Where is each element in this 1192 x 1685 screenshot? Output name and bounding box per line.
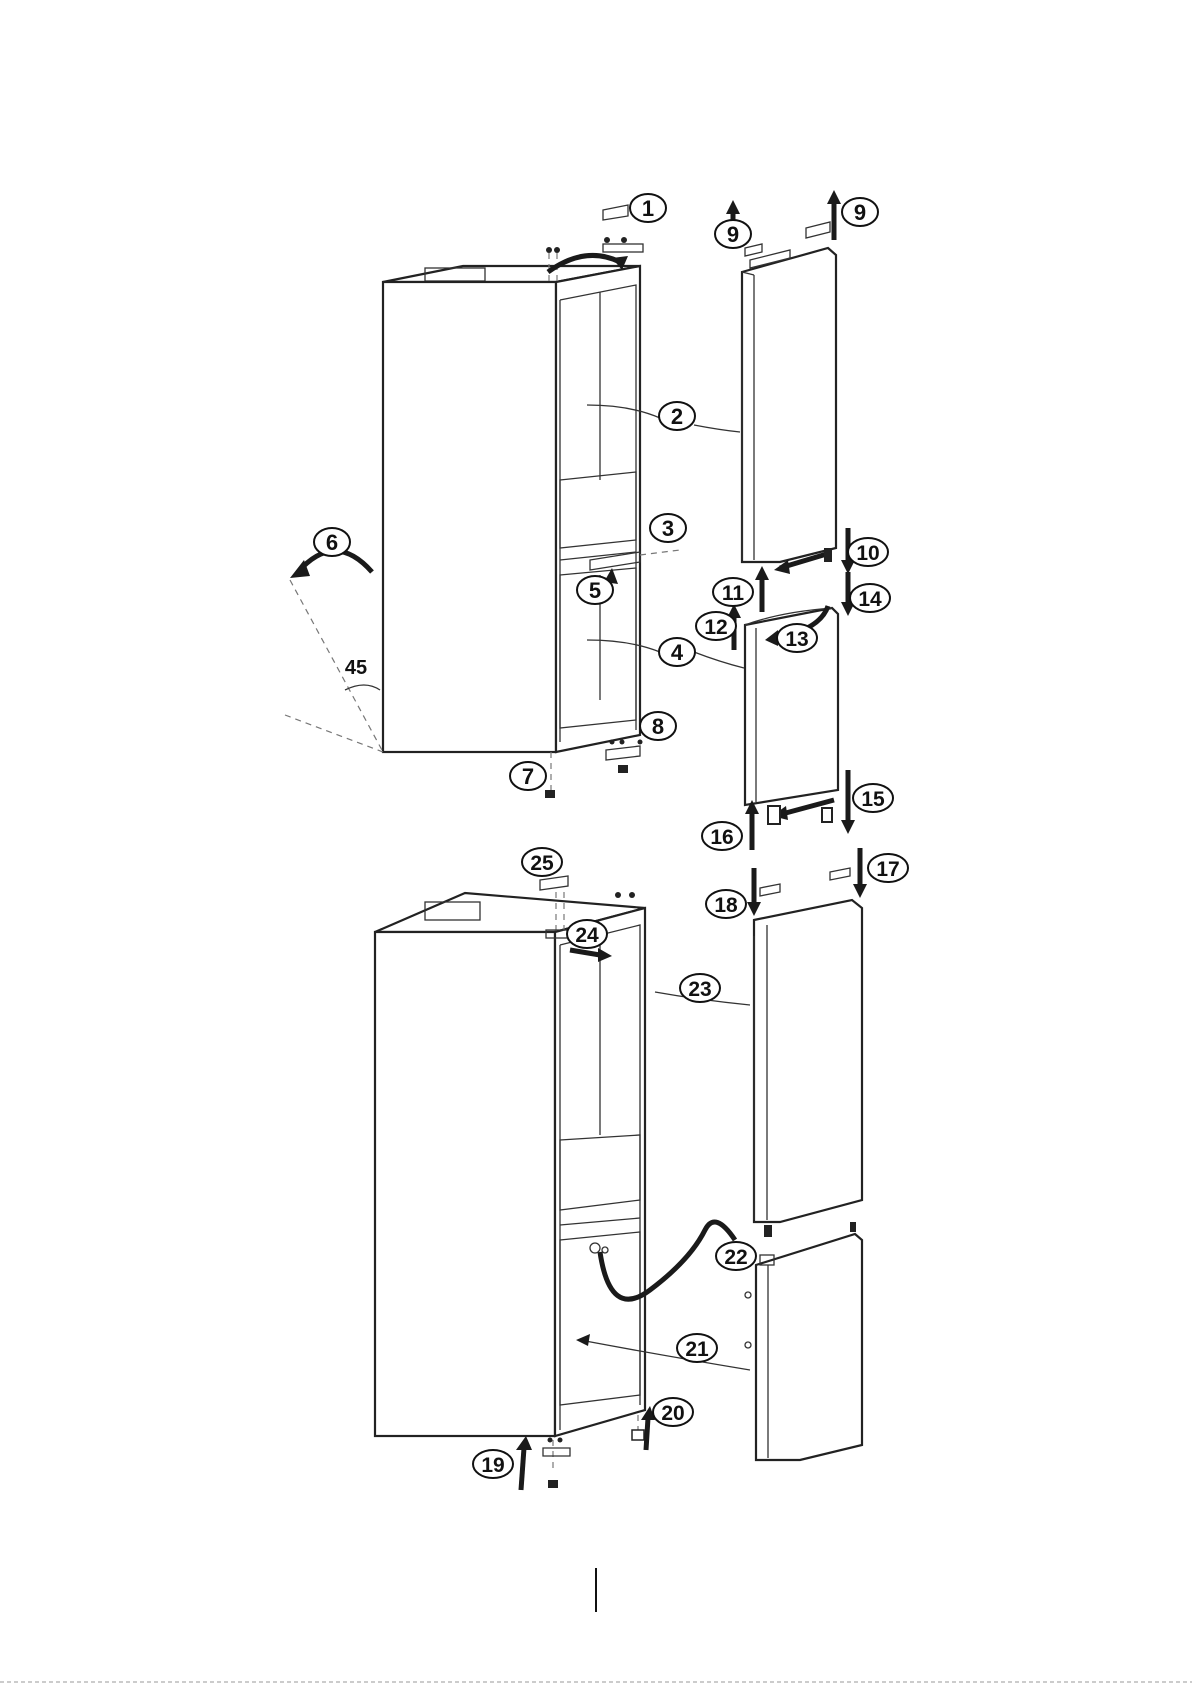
callout-11: 11: [722, 582, 745, 605]
callout-5: 5: [589, 578, 601, 603]
callout-20: 20: [661, 1402, 684, 1425]
callout-12: 12: [704, 616, 727, 639]
callout-18: 18: [714, 894, 738, 917]
callout-22: 22: [724, 1246, 747, 1269]
callout-21: 21: [685, 1338, 709, 1361]
callout-3: 3: [662, 516, 674, 541]
callout-4: 4: [671, 640, 684, 665]
callout-14: 14: [858, 588, 882, 611]
top-cabinet: [285, 205, 680, 798]
callout-19: 19: [481, 1454, 504, 1477]
callout-8: 8: [652, 714, 664, 739]
callout-1: 1: [642, 196, 654, 221]
callout-15: 15: [861, 788, 885, 811]
upper-door-bottom: [694, 566, 855, 850]
lower-door-fridge: [754, 900, 862, 1237]
callout-25: 25: [530, 852, 554, 875]
callout-17: 17: [876, 858, 899, 881]
callout-23: 23: [688, 978, 711, 1001]
callout-13: 13: [785, 628, 808, 651]
callout-10: 10: [856, 542, 879, 565]
upper-door-top: [694, 190, 855, 574]
callout-24: 24: [575, 924, 599, 947]
callout-9-right: 9: [854, 200, 866, 225]
angle-label: 45: [345, 657, 367, 679]
callout-2: 2: [671, 404, 683, 429]
lower-door-freezer: [745, 1234, 862, 1460]
callout-9-left: 9: [727, 222, 739, 247]
callout-7: 7: [522, 764, 534, 789]
callout-16: 16: [710, 826, 733, 849]
callout-6: 6: [326, 530, 338, 555]
bottom-cabinet: [375, 876, 750, 1490]
